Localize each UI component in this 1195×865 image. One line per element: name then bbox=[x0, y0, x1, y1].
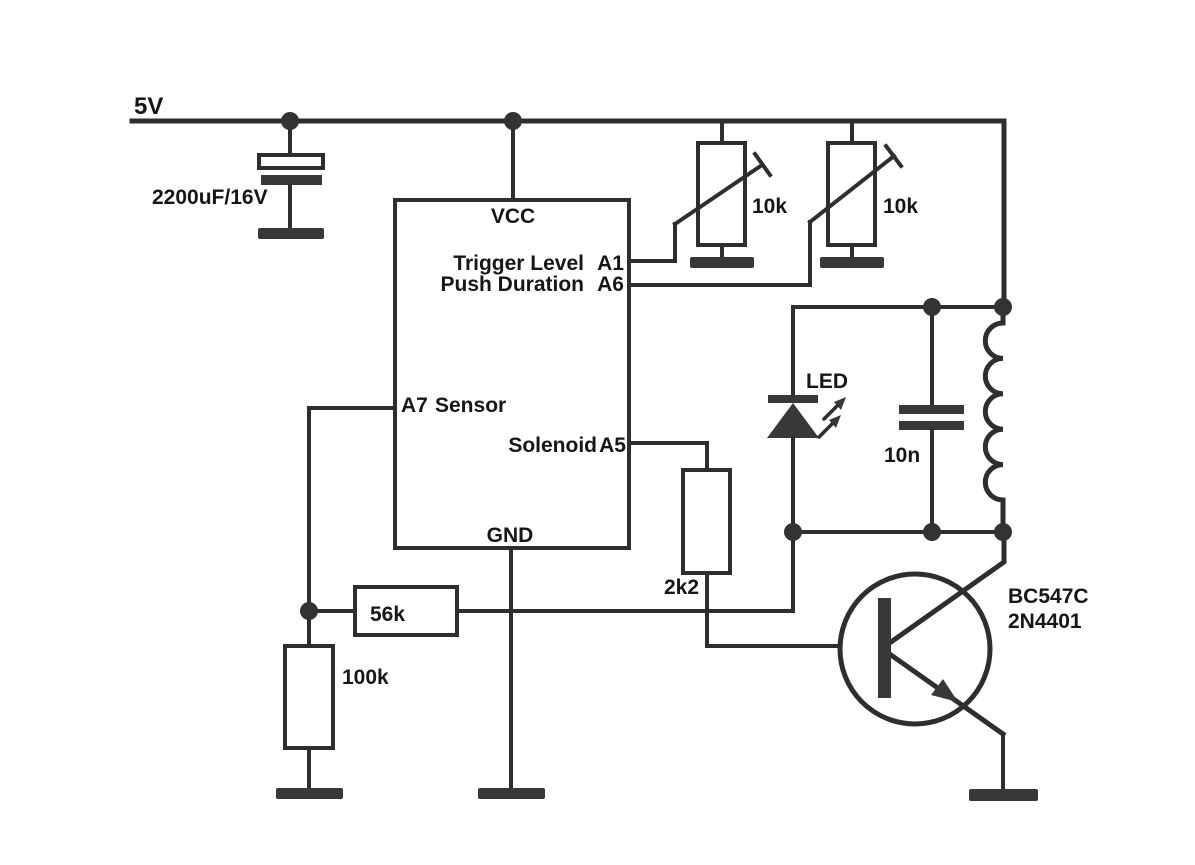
ground-symbol bbox=[258, 228, 324, 239]
pot1-wiper-tick bbox=[752, 151, 773, 178]
feedback-resistor-56k: 56k bbox=[307, 585, 459, 637]
flyback-rails bbox=[791, 305, 1006, 534]
ground-symbol bbox=[690, 257, 754, 268]
led-light-arrow bbox=[822, 402, 841, 421]
r56k-body bbox=[353, 585, 459, 637]
snubber-capacitor-10n: 10n bbox=[884, 305, 964, 534]
ic-pin-solenoid-name: Solenoid bbox=[508, 434, 597, 457]
bulk-cap-value: 2200uF/16V bbox=[152, 186, 268, 209]
junction-dot bbox=[923, 298, 941, 316]
solenoid-inductor bbox=[982, 304, 1006, 535]
r100k-body bbox=[283, 644, 335, 750]
cap10n-bottom-plate bbox=[899, 421, 964, 430]
ground-symbol bbox=[276, 788, 343, 799]
cap10n-top-plate bbox=[899, 405, 964, 414]
junction-dot bbox=[923, 523, 941, 541]
transistor-part-2: 2N4401 bbox=[1008, 610, 1082, 633]
bulk-capacitor: 2200uF/16V bbox=[152, 119, 325, 239]
ic-pin-solenoid-id: A5 bbox=[599, 434, 626, 457]
transistor-base-bar bbox=[878, 598, 891, 698]
led-triangle bbox=[767, 403, 819, 438]
bulk-cap-negative-plate bbox=[261, 175, 322, 185]
r2k2-to-base-wire bbox=[705, 571, 881, 648]
bulk-cap-positive-plate bbox=[257, 153, 325, 170]
led-label: LED bbox=[806, 370, 848, 393]
ground-symbol bbox=[820, 257, 884, 268]
trigger-a1-wire bbox=[627, 222, 677, 263]
rail-voltage-label: 5V bbox=[134, 93, 163, 120]
led-light-arrowhead bbox=[829, 415, 841, 428]
ground-symbol bbox=[478, 788, 545, 799]
ic-pin-trigger-name: Trigger Level bbox=[453, 252, 584, 275]
r100k-value: 100k bbox=[342, 666, 389, 689]
pulldown-resistor-100k: 100k bbox=[276, 609, 389, 799]
ic-pin-trigger-id: A1 bbox=[597, 252, 624, 275]
push-duration-pot: 10k bbox=[807, 119, 918, 268]
feedback-wire bbox=[455, 530, 795, 613]
junction-dot bbox=[784, 523, 802, 541]
ic-vcc-label: VCC bbox=[491, 205, 535, 228]
pin-wires bbox=[307, 220, 812, 613]
ic-body bbox=[393, 198, 631, 550]
junction-dot bbox=[300, 602, 318, 620]
power-rail-5v: 5V bbox=[129, 93, 1007, 310]
pot2-value: 10k bbox=[883, 195, 918, 218]
pot2-wiper-tick bbox=[883, 143, 904, 169]
npn-transistor: BC547C 2N4401 bbox=[837, 529, 1089, 801]
junction-dots bbox=[281, 112, 1012, 620]
led: LED bbox=[767, 305, 848, 534]
junction-dot bbox=[281, 112, 299, 130]
ic-pin-push-id: A6 bbox=[597, 273, 624, 296]
base-resistor-2k2: 2k2 bbox=[664, 468, 881, 648]
controller-ic: VCC Trigger Level A1 Push Duration A6 A7… bbox=[393, 119, 631, 799]
pot1-wiper-arrow bbox=[672, 162, 765, 227]
ic-gnd-label: GND bbox=[487, 524, 534, 547]
pot1-value: 10k bbox=[752, 195, 787, 218]
inductor-coil bbox=[982, 304, 1006, 535]
push-a6-wire bbox=[627, 220, 812, 287]
led-cathode-bar bbox=[768, 395, 818, 403]
ic-pin-sensor-id: A7 bbox=[401, 394, 428, 417]
transistor-part-1: BC547C bbox=[1008, 585, 1089, 608]
sensor-a7-wire bbox=[307, 406, 397, 613]
led-light-arrow bbox=[817, 420, 836, 439]
junction-dot bbox=[504, 112, 522, 130]
cap10n-value: 10n bbox=[884, 444, 920, 467]
ic-pin-sensor-name: Sensor bbox=[435, 394, 506, 417]
junction-dot bbox=[994, 298, 1012, 316]
r56k-value: 56k bbox=[370, 603, 405, 626]
junction-dot bbox=[994, 523, 1012, 541]
r2k2-value: 2k2 bbox=[664, 576, 699, 599]
r2k2-body bbox=[681, 468, 732, 575]
pot2-wiper-arrow bbox=[807, 153, 897, 225]
ic-pin-push-name: Push Duration bbox=[440, 273, 584, 296]
trigger-level-pot: 10k bbox=[672, 119, 787, 268]
transistor-emitter-arrowhead bbox=[931, 679, 958, 702]
led-light-arrowhead bbox=[834, 397, 846, 410]
solenoid-a5-wire bbox=[627, 441, 709, 472]
transistor-collector-wire bbox=[887, 529, 1007, 646]
transistor-circle bbox=[837, 571, 993, 727]
pot2-body bbox=[826, 141, 877, 247]
ground-symbol bbox=[969, 789, 1038, 801]
